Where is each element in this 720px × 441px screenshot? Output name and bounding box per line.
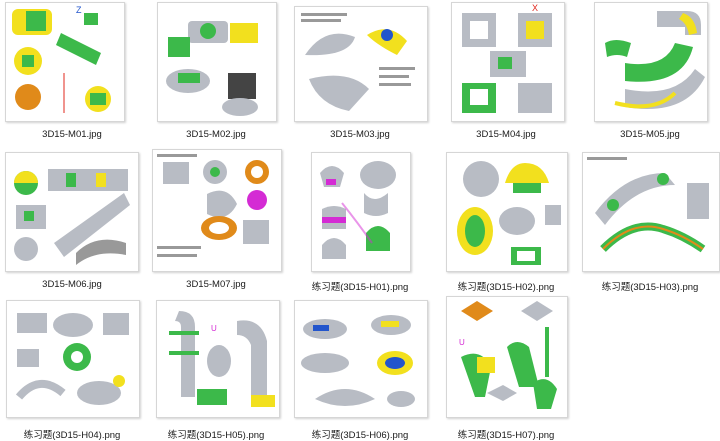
png-thumbnail-icon: U [446,296,568,418]
file-item[interactable]: U 练习题(3D15-H05).png [146,294,286,441]
jpg-thumbnail-icon [157,2,277,122]
file-item[interactable]: 3D15-M05.jpg [580,0,720,140]
file-name-label: 3D15-M05.jpg [620,129,680,140]
svg-text:U: U [211,324,217,333]
file-name-label: 3D15-M07.jpg [186,279,246,290]
png-thumbnail-icon: U [156,300,280,418]
file-item[interactable]: 3D15-M07.jpg [146,146,286,290]
file-name-label: 练习题(3D15-H07).png [457,430,555,441]
file-item[interactable]: 3D15-M06.jpg [2,146,142,290]
svg-text:X: X [532,3,538,13]
file-name-label: 练习题(3D15-H01).png [311,282,409,293]
file-item[interactable]: X 3D15-M04.jpg [436,0,576,140]
file-name-label: 3D15-M06.jpg [42,279,102,290]
jpg-thumbnail-icon [152,149,282,272]
file-item[interactable]: 练习题(3D15-H04).png [2,294,142,441]
png-thumbnail-icon [582,152,720,272]
jpg-thumbnail-icon [594,2,708,122]
png-thumbnail-icon [6,300,140,418]
png-thumbnail-icon [446,152,568,272]
svg-text:Z: Z [76,5,82,15]
file-item[interactable]: 练习题(3D15-H06).png [290,294,430,441]
jpg-thumbnail-icon: X [451,2,565,122]
jpg-thumbnail-icon [5,152,139,272]
file-name-label: 3D15-M01.jpg [42,129,102,140]
jpg-thumbnail-icon [294,6,428,122]
file-item[interactable]: 练习题(3D15-H01).png [290,146,430,293]
svg-text:U: U [459,338,465,347]
file-item[interactable]: 3D15-M03.jpg [290,0,430,140]
png-thumbnail-icon [294,300,428,418]
jpg-thumbnail-icon: Z [5,2,125,122]
file-name-label: 3D15-M04.jpg [476,129,536,140]
file-name-label: 3D15-M02.jpg [186,129,246,140]
file-name-label: 练习题(3D15-H04).png [23,430,121,441]
png-thumbnail-icon [311,152,411,272]
file-item[interactable]: Z 3D15-M01.jpg [2,0,142,140]
file-item[interactable]: 练习题(3D15-H02).png [436,146,576,293]
file-item[interactable]: U 练习题(3D15-H07).png [436,294,576,441]
file-name-label: 练习题(3D15-H06).png [311,430,409,441]
file-name-label: 3D15-M03.jpg [330,129,390,140]
file-item[interactable]: 练习题(3D15-H03).png [580,146,720,293]
file-item[interactable]: 3D15-M02.jpg [146,0,286,140]
file-name-label: 练习题(3D15-H02).png [457,282,555,293]
file-name-label: 练习题(3D15-H03).png [601,282,699,293]
file-name-label: 练习题(3D15-H05).png [167,430,265,441]
